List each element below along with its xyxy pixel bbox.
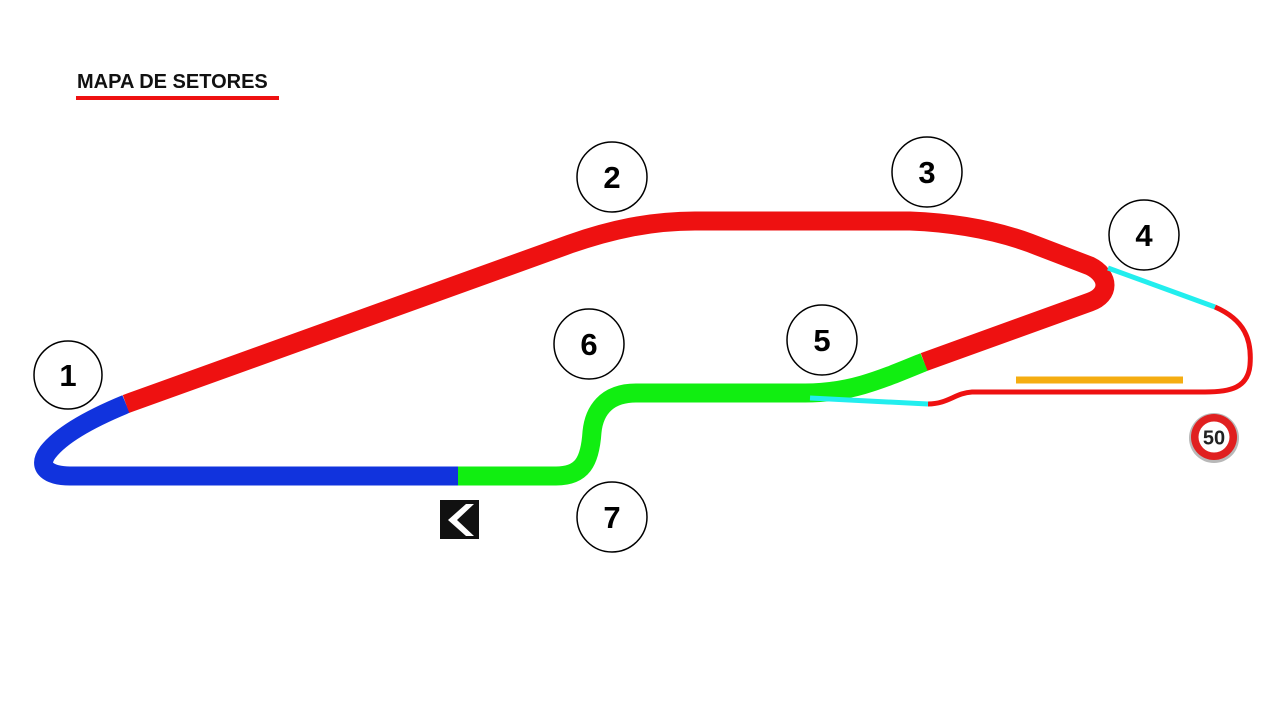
sector-label-3-text: 3 (918, 155, 935, 190)
sector-label-3: 3 (891, 136, 963, 208)
speed-limit-value: 50 (1203, 428, 1225, 450)
track-segment-red (122, 211, 1115, 413)
chevron-left-icon (440, 500, 479, 539)
speed-limit-sign-icon: 50 (1189, 413, 1239, 463)
sector-label-2-text: 2 (603, 160, 620, 195)
page-title: MAPA DE SETORES (77, 71, 268, 93)
track-segment-blue (34, 395, 458, 486)
track-segment-green (458, 353, 928, 486)
title-underline (76, 96, 279, 100)
sector-label-7: 7 (576, 481, 648, 553)
sector-label-6-text: 6 (580, 327, 597, 362)
sector-label-7-text: 7 (603, 500, 620, 535)
sector-labels: 1 2 3 4 5 6 7 (33, 136, 1180, 553)
pit-lane-segment-cyan (1107, 265, 1216, 310)
sector-label-5-text: 5 (813, 323, 830, 358)
sector-label-1-text: 1 (59, 358, 76, 393)
pit-lane-segment-cyan (809, 395, 929, 407)
sector-label-1: 1 (33, 340, 103, 410)
sector-label-4-text: 4 (1135, 218, 1153, 253)
sector-label-5: 5 (786, 304, 858, 376)
sector-label-2: 2 (576, 141, 648, 213)
track (34, 211, 1253, 486)
sector-label-6: 6 (553, 308, 625, 380)
pit-lane-segment-red (927, 304, 1253, 407)
sector-label-4: 4 (1108, 199, 1180, 271)
